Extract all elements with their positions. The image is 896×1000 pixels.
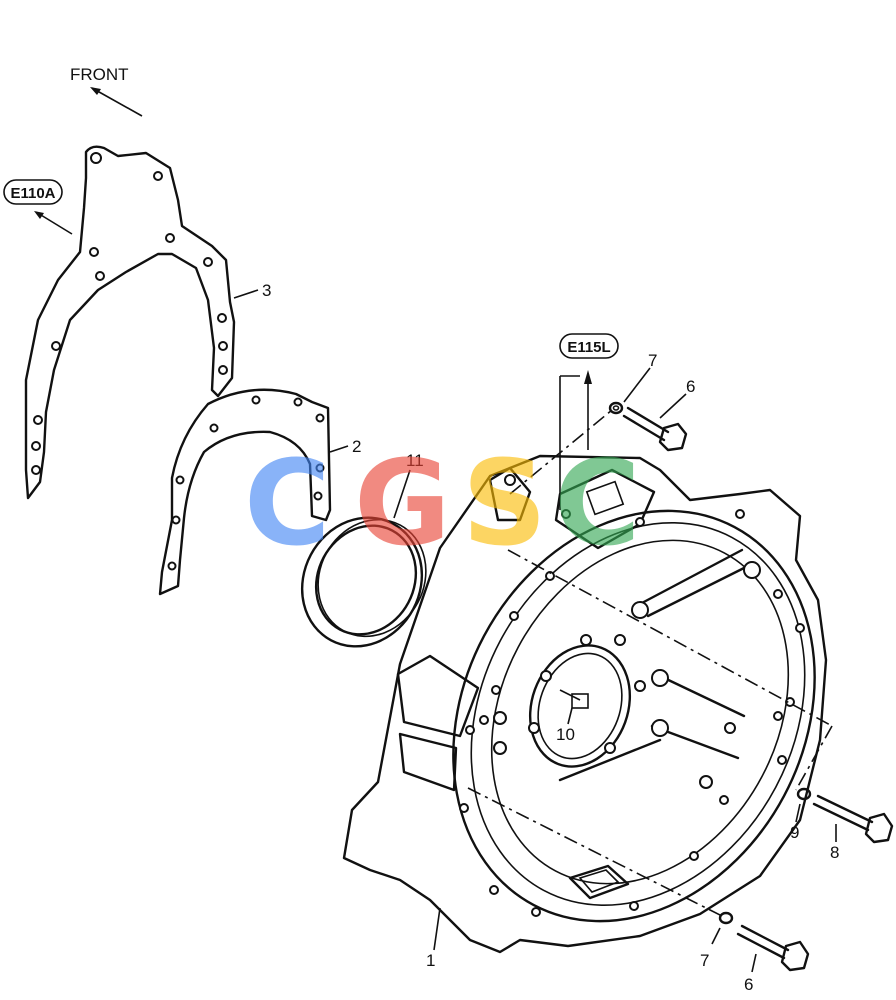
centerline-right	[795, 725, 833, 791]
callout-7-bottom: 7	[700, 951, 709, 970]
callout-11: 11	[406, 451, 424, 470]
ref-e115l: E115L	[559, 333, 619, 510]
gasket-part-3: 3	[24, 145, 271, 500]
centerline-top	[507, 549, 833, 727]
bolt-6-bottom: 7 6	[700, 911, 810, 994]
centerline-bottom	[467, 787, 723, 917]
callout-6-top: 6	[686, 377, 695, 396]
callout-9: 9	[790, 823, 799, 842]
watermark-letter-g: G	[354, 434, 451, 572]
callout-1: 1	[426, 951, 435, 970]
callout-3: 3	[262, 281, 271, 300]
svg-text:E110A: E110A	[10, 185, 55, 202]
watermark-letter-s: S	[462, 434, 547, 572]
callout-6-bottom: 6	[744, 975, 753, 994]
watermark-letter-c1: C	[244, 434, 331, 572]
flywheel-housing-part-1: 10	[342, 454, 828, 970]
front-arrow: FRONT	[70, 65, 143, 117]
watermark-letter-c2: C	[554, 434, 641, 572]
watermark: C G S C	[244, 434, 641, 572]
oil-seal-part-11: 11	[300, 451, 427, 648]
bolt-6-top: 7 6	[608, 351, 695, 452]
centerline-upper	[509, 409, 613, 495]
gasket-part-2: 2	[158, 388, 361, 596]
callout-2: 2	[352, 437, 361, 456]
ref-e110a: E110A	[3, 179, 73, 235]
front-label: FRONT	[70, 65, 129, 84]
callout-10: 10	[556, 725, 575, 744]
bolt-8-right: 9 8	[790, 787, 894, 862]
callout-7-top: 7	[648, 351, 657, 370]
svg-text:E115L: E115L	[567, 339, 610, 356]
callout-8: 8	[830, 843, 839, 862]
